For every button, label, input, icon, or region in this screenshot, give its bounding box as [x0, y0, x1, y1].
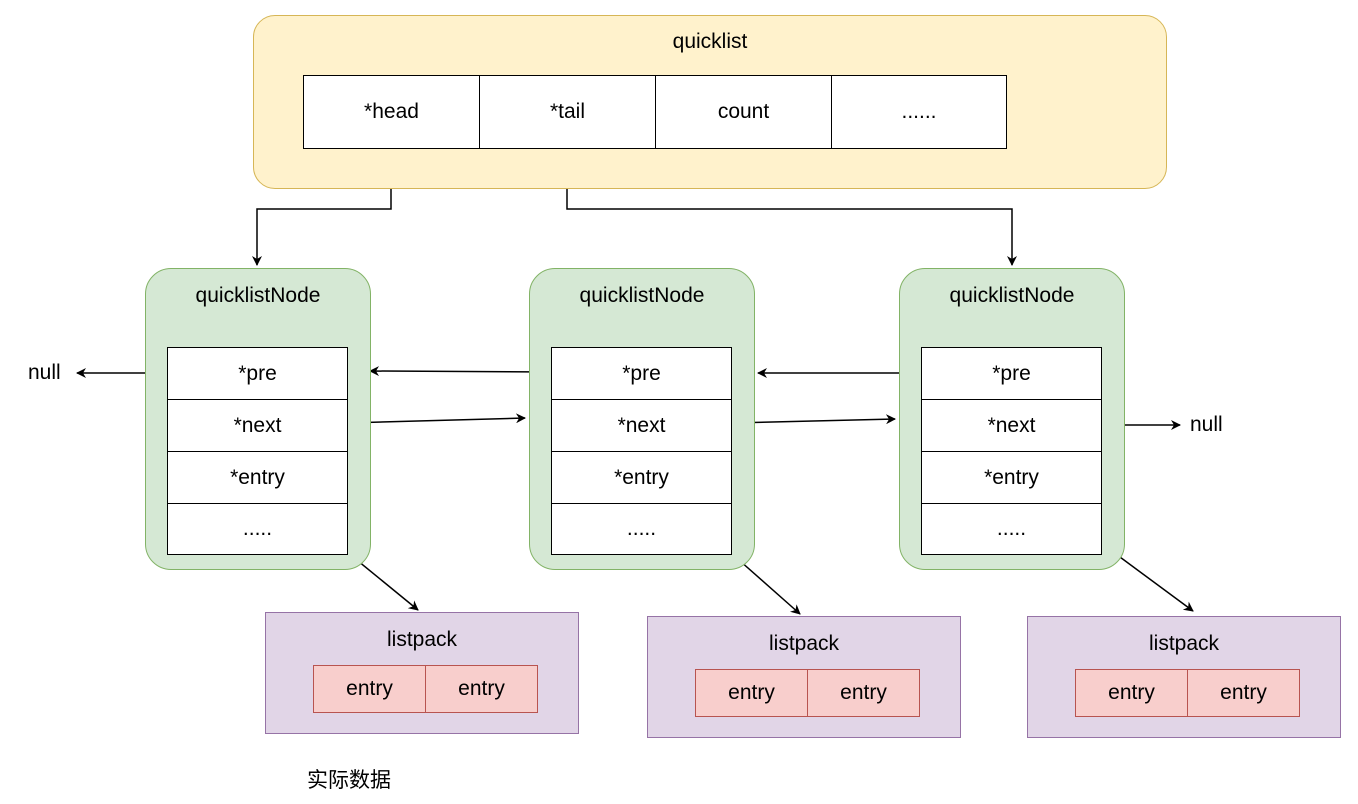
- listpack-1-entry-2: entry: [425, 665, 538, 713]
- quicklist-field-ellipsis: ......: [831, 75, 1007, 149]
- quicklist-field-tail: *tail: [479, 75, 656, 149]
- listpack-2-entry-2: entry: [807, 669, 920, 717]
- listpack-3-entry-1: entry: [1075, 669, 1188, 717]
- node-2-field-pre: *pre: [551, 347, 732, 400]
- node-1-field-ellipsis: .....: [167, 503, 348, 555]
- node-3-field-ellipsis: .....: [921, 503, 1102, 555]
- node-2-field-next: *next: [551, 399, 732, 452]
- quicklist-field-count: count: [655, 75, 832, 149]
- listpack-1-entry-1: entry: [313, 665, 426, 713]
- listpack-3-title: listpack: [1148, 632, 1220, 655]
- node-1-field-next: *next: [167, 399, 348, 452]
- actual-data-caption: 实际数据: [307, 769, 391, 792]
- node1-next-to-node2-arrow: [346, 413, 526, 424]
- null-label-left: null: [28, 361, 61, 384]
- node-3-title: quicklistNode: [949, 284, 1075, 307]
- node2-next-to-node3-arrow: [730, 414, 896, 425]
- listpack-1-title: listpack: [386, 628, 458, 651]
- node-3-field-pre: *pre: [921, 347, 1102, 400]
- listpack-2-entry-1: entry: [695, 669, 808, 717]
- quicklist-field-head: *head: [303, 75, 480, 149]
- node-2-title: quicklistNode: [579, 284, 705, 307]
- null-label-right: null: [1190, 413, 1223, 436]
- node2-pre-to-node1-arrow: [369, 366, 552, 377]
- node-2-field-entry: *entry: [551, 451, 732, 504]
- node-1-title: quicklistNode: [195, 284, 321, 307]
- node-3-field-next: *next: [921, 399, 1102, 452]
- listpack-3-entry-2: entry: [1187, 669, 1300, 717]
- node-2-field-ellipsis: .....: [551, 503, 732, 555]
- node-1-field-pre: *pre: [167, 347, 348, 400]
- quicklist-title: quicklist: [672, 30, 748, 53]
- listpack-2-title: listpack: [768, 632, 840, 655]
- node-3-field-entry: *entry: [921, 451, 1102, 504]
- node-1-field-entry: *entry: [167, 451, 348, 504]
